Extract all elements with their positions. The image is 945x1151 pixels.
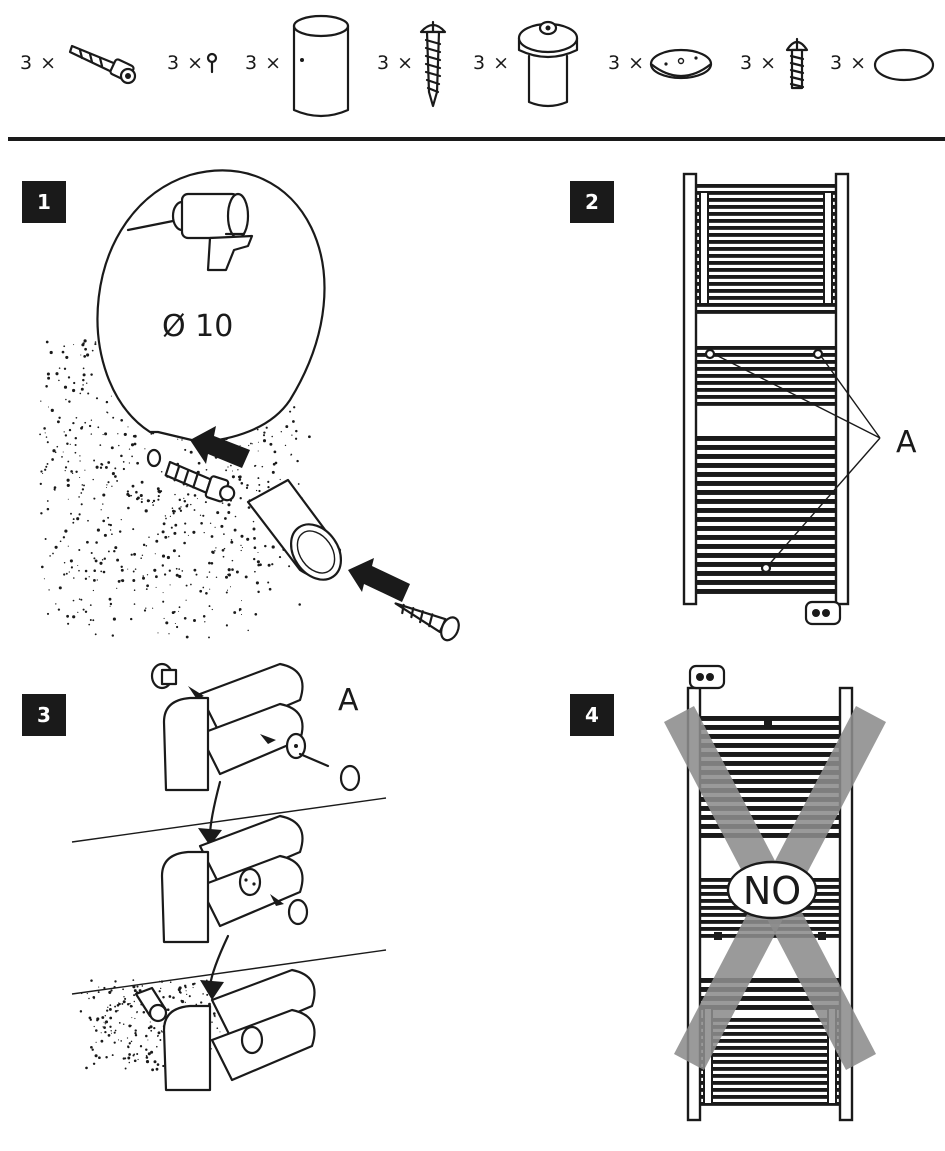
valve-icon [804, 600, 842, 626]
step-2-radiator: A [682, 172, 917, 626]
machine-screw-icon [785, 37, 809, 90]
valve-icon [688, 664, 726, 690]
small-pin-icon [206, 52, 218, 74]
arrow [270, 894, 284, 906]
wall-hole [146, 448, 162, 468]
part-qty-washer: 3 × [608, 52, 646, 74]
part-qty-machine-screw: 3 × [740, 52, 778, 74]
step-1-badge: 1 [22, 181, 66, 223]
no-label: NO [743, 869, 801, 913]
part-qty-wood-screw: 3 × [377, 52, 415, 74]
bracket-stage-3 [79, 968, 316, 1092]
wall-tube [134, 986, 168, 1023]
insert-arrow [190, 426, 250, 468]
part-qty-disc: 3 × [830, 52, 868, 74]
callout-line [709, 351, 881, 569]
radiator-front-view [682, 172, 850, 606]
drill-icon [126, 192, 254, 272]
wood-screw-icon [419, 20, 447, 108]
step-4-radiator-wrong: NO [664, 664, 886, 1122]
section-divider [8, 137, 945, 141]
bracket-stage-2 [160, 814, 309, 1000]
cover-disc-icon [873, 48, 935, 82]
step-1-drill-illustration: Ø 10 [39, 169, 460, 642]
step-2-badge: 2 [570, 181, 614, 223]
part-qty-pin: 3 × [167, 52, 205, 74]
step-3-badge: 3 [22, 694, 66, 736]
parts-list: 3 × 3 × 3 × 3 × 3 × 3 × 3 × 3 × [0, 0, 945, 135]
part-qty-wall-plug: 3 × [20, 52, 58, 74]
callout-a-label: A [338, 683, 359, 718]
spacer-tube [246, 478, 343, 581]
washer-plate-icon [649, 48, 713, 80]
wood-screw [394, 602, 460, 642]
step-3-bracket-assembly: A [71, 662, 387, 1092]
arrow [188, 686, 204, 698]
arrow [260, 734, 276, 744]
screw-arrow [348, 558, 410, 602]
drill-diameter-label: Ø 10 [162, 309, 233, 344]
washer [285, 732, 307, 760]
detail-bubble [96, 169, 326, 444]
callout-a-label: A [896, 425, 917, 460]
bracket-cap-icon [517, 20, 579, 108]
arrow [200, 980, 224, 1000]
bracket-stage-1 [150, 662, 361, 846]
step-4-badge: 4 [570, 694, 614, 736]
spacer-tube-icon [292, 14, 350, 118]
part-qty-spacer: 3 × [245, 52, 283, 74]
cap-screw [150, 662, 178, 690]
wall-plug-icon [68, 44, 137, 85]
part-qty-cap: 3 × [473, 52, 511, 74]
wall-plug [164, 460, 236, 503]
arrow [198, 828, 222, 846]
